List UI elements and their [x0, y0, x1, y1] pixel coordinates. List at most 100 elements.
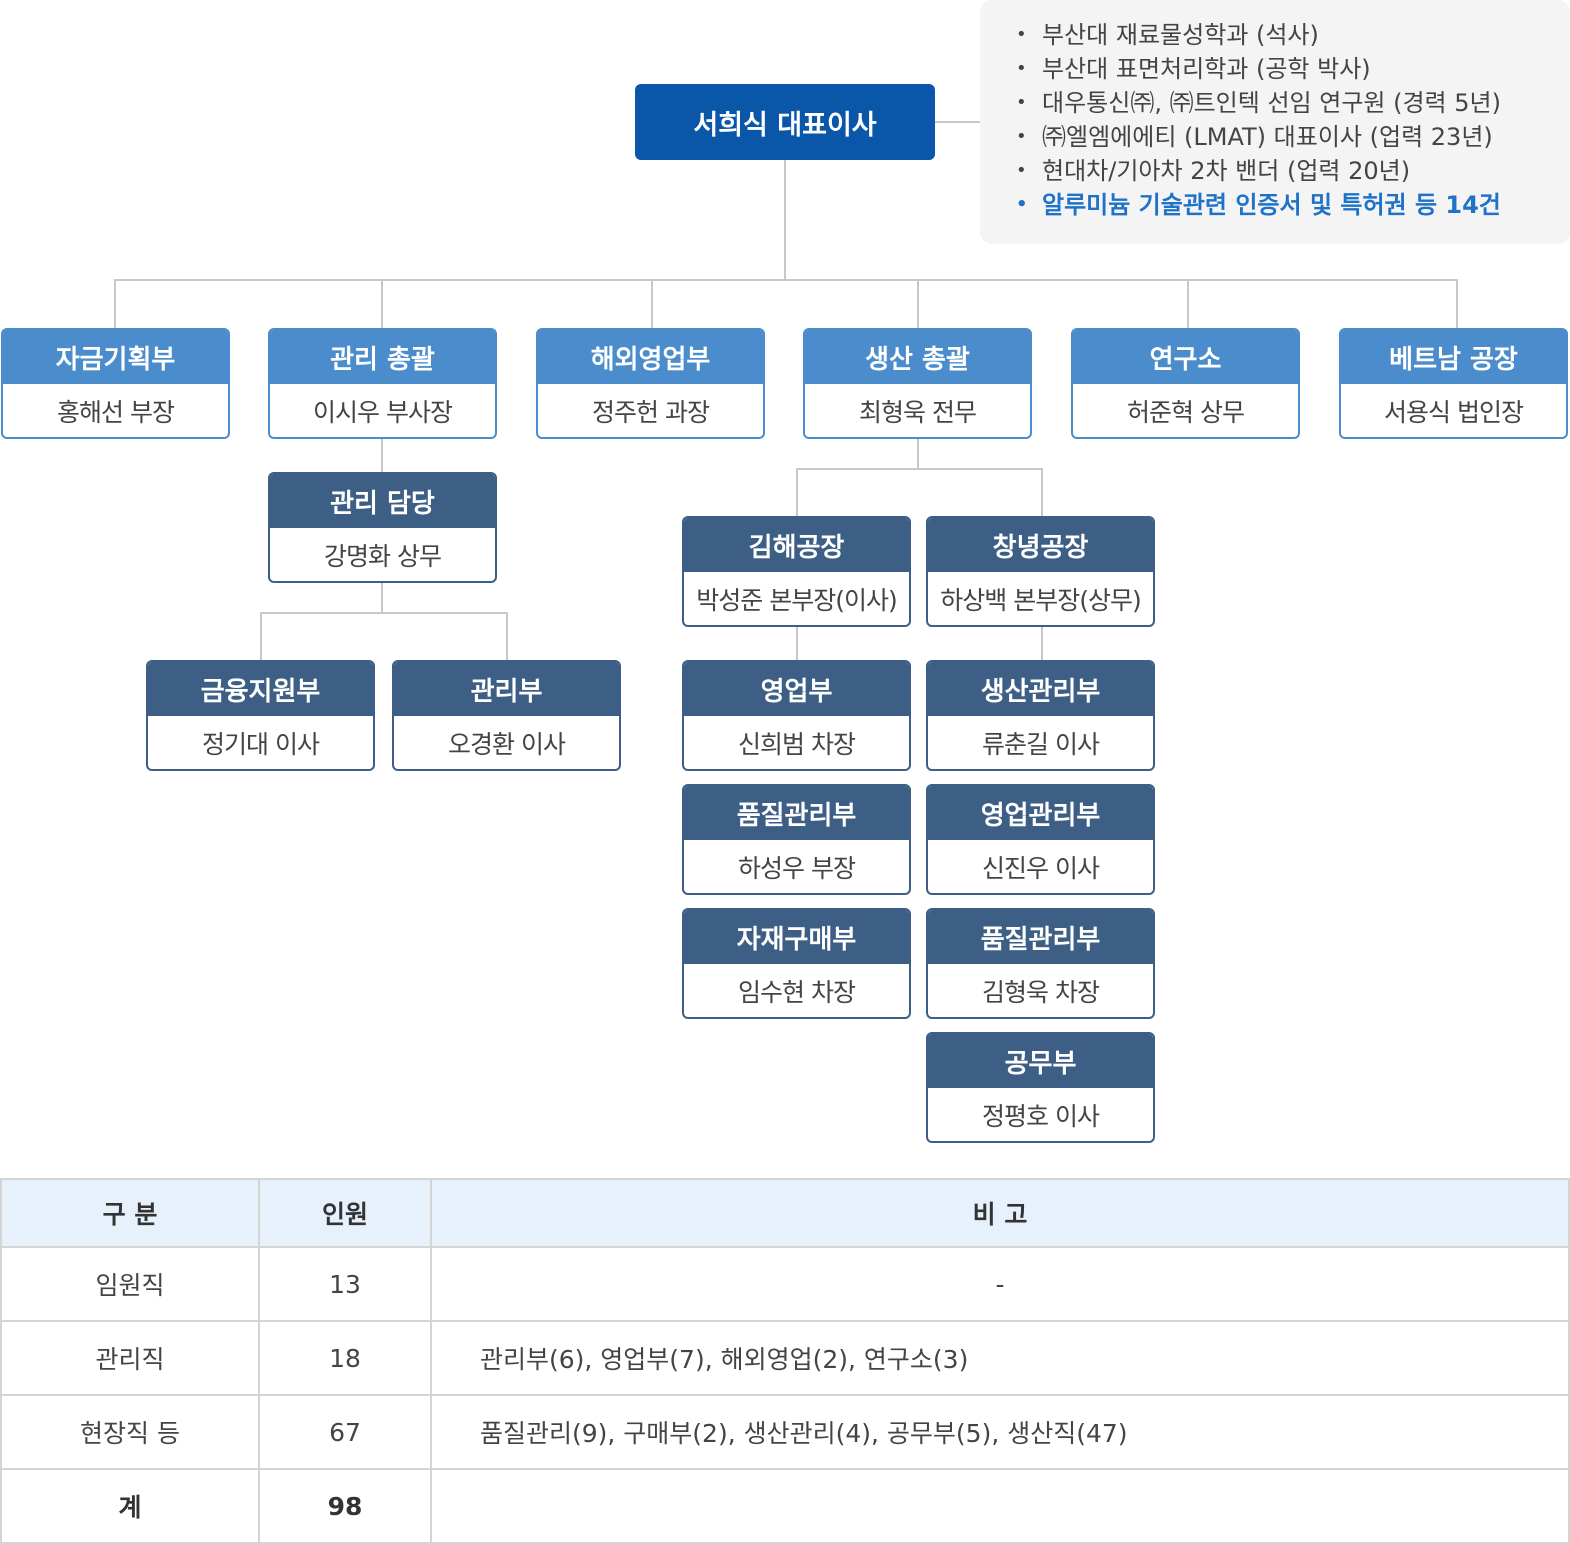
unit-head: 신진우 이사	[982, 853, 1100, 883]
profile-item: ㈜엘엠에에티 (LMAT) 대표이사 (업력 23년)	[1016, 120, 1570, 154]
cell-count: 18	[258, 1320, 432, 1396]
connector-line	[114, 280, 116, 328]
table-row: 현장직 등 67 품질관리(9), 구매부(2), 생산관리(4), 공무부(5…	[0, 1394, 1570, 1470]
connector-line	[381, 280, 383, 328]
unit-name: 품질관리부	[928, 910, 1153, 964]
profile-item: 대우통신㈜, ㈜트인텍 선임 연구원 (경력 5년)	[1016, 86, 1570, 120]
connector-line	[1456, 280, 1458, 328]
col-header-count: 인원	[258, 1178, 432, 1248]
unit-head: 하성우 부장	[738, 853, 856, 883]
unit-name: 영업관리부	[928, 786, 1153, 840]
unit-name: 관리 담당	[270, 474, 495, 528]
cell-category: 현장직 등	[0, 1394, 260, 1470]
cell-total-note	[430, 1468, 1570, 1544]
connector-line	[381, 582, 383, 613]
cell-total-label: 계	[0, 1468, 260, 1544]
table-header-row: 구 분 인원 비 고	[0, 1178, 1570, 1248]
unit-name: 자재구매부	[684, 910, 909, 964]
unit-name: 생산관리부	[928, 662, 1153, 716]
cell-note: -	[430, 1246, 1570, 1322]
connector-line	[381, 438, 383, 472]
ceo-title: 서희식 대표이사	[693, 109, 877, 141]
unit-name: 자금기획부	[3, 330, 228, 384]
connector-line	[506, 612, 508, 660]
unit-head: 신희범 차장	[738, 729, 856, 759]
connector-line	[917, 280, 919, 328]
connector-line	[784, 160, 786, 280]
unit-name: 공무부	[928, 1034, 1153, 1088]
unit-head: 허준혁 상무	[1127, 397, 1245, 427]
unit-head: 오경환 이사	[448, 729, 566, 759]
unit-name: 영업부	[684, 662, 909, 716]
connector-line	[796, 468, 1042, 470]
connector-line	[260, 612, 507, 614]
unit-head: 정평호 이사	[982, 1101, 1100, 1131]
unit-name: 해외영업부	[538, 330, 763, 384]
unit-head: 강명화 상무	[324, 541, 442, 571]
staff-table: 구 분 인원 비 고 임원직 13 - 관리직 18 관리부(6), 영업부(7…	[0, 1178, 1570, 1544]
ceo-profile-panel: 부산대 재료물성학과 (석사) 부산대 표면처리학과 (공학 박사) 대우통신㈜…	[980, 0, 1570, 244]
unit-name: 품질관리부	[684, 786, 909, 840]
profile-item-highlight: 알루미늄 기술관련 인증서 및 특허권 등 14건	[1016, 188, 1570, 222]
connector-line	[935, 121, 980, 123]
profile-item: 부산대 재료물성학과 (석사)	[1016, 18, 1570, 52]
unit-name: 생산 총괄	[805, 330, 1030, 384]
cell-note: 품질관리(9), 구매부(2), 생산관리(4), 공무부(5), 생산직(47…	[430, 1394, 1570, 1470]
col-header-note: 비 고	[430, 1178, 1570, 1248]
unit-head: 박성준 본부장(이사)	[696, 585, 897, 615]
cell-note: 관리부(6), 영업부(7), 해외영업(2), 연구소(3)	[430, 1320, 1570, 1396]
col-header-category: 구 분	[0, 1178, 260, 1248]
unit-name: 금융지원부	[148, 662, 373, 716]
unit-head: 하상백 본부장(상무)	[940, 585, 1141, 615]
unit-head: 김형욱 차장	[982, 977, 1100, 1007]
connector-line	[1041, 626, 1043, 660]
connector-line	[1187, 280, 1189, 328]
cell-category: 관리직	[0, 1320, 260, 1396]
unit-name: 창녕공장	[928, 518, 1153, 572]
table-row: 임원직 13 -	[0, 1246, 1570, 1322]
unit-head: 류춘길 이사	[982, 729, 1100, 759]
unit-head: 임수현 차장	[738, 977, 856, 1007]
unit-head: 홍해선 부장	[57, 397, 175, 427]
unit-name: 김해공장	[684, 518, 909, 572]
unit-name: 베트남 공장	[1341, 330, 1566, 384]
connector-line	[1041, 468, 1043, 516]
connector-line	[260, 612, 262, 660]
cell-count: 13	[258, 1246, 432, 1322]
ceo-box: 서희식 대표이사	[635, 84, 935, 160]
connector-line	[917, 438, 919, 469]
unit-head: 이시우 부사장	[313, 397, 453, 427]
cell-total-count: 98	[258, 1468, 432, 1544]
unit-head: 최형욱 전무	[859, 397, 977, 427]
unit-head: 서용식 법인장	[1384, 397, 1524, 427]
unit-head: 정기대 이사	[202, 729, 320, 759]
table-row: 관리직 18 관리부(6), 영업부(7), 해외영업(2), 연구소(3)	[0, 1320, 1570, 1396]
unit-name: 관리 총괄	[270, 330, 495, 384]
profile-item: 부산대 표면처리학과 (공학 박사)	[1016, 52, 1570, 86]
cell-category: 임원직	[0, 1246, 260, 1322]
connector-line	[651, 280, 653, 328]
unit-name: 관리부	[394, 662, 619, 716]
unit-name: 연구소	[1073, 330, 1298, 384]
cell-count: 67	[258, 1394, 432, 1470]
connector-line	[796, 626, 798, 660]
profile-item: 현대차/기아차 2차 밴더 (업력 20년)	[1016, 154, 1570, 188]
